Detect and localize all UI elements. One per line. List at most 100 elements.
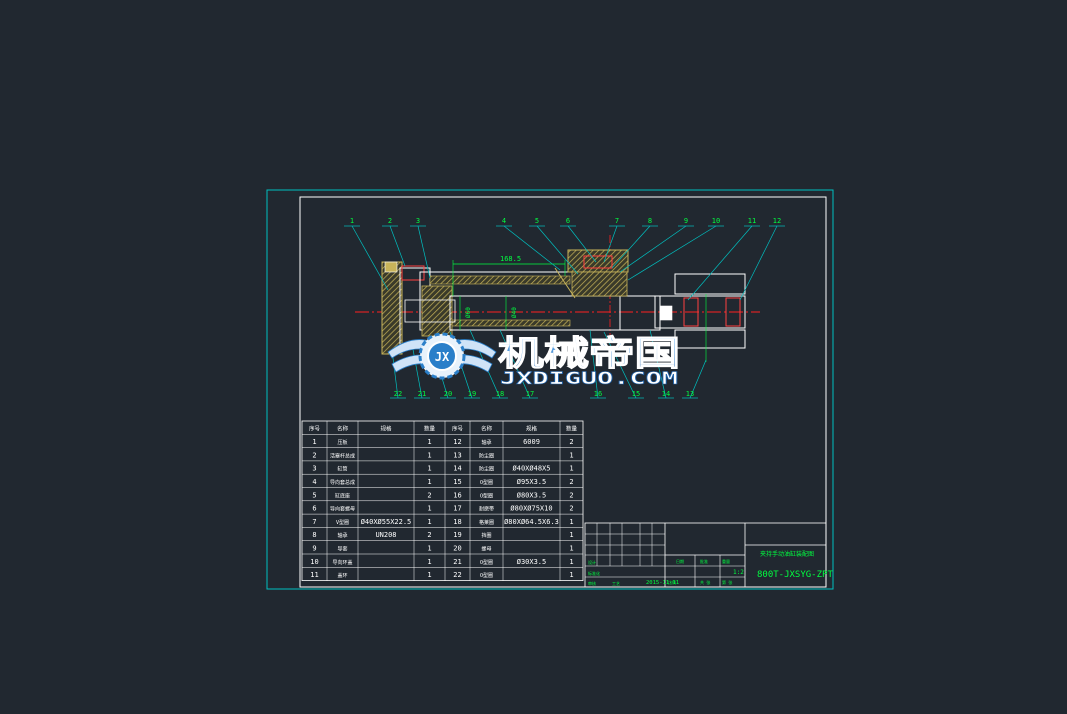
bom-cell: 1 xyxy=(312,438,316,446)
inner-rod xyxy=(404,299,456,323)
bom-cell: V型圈 xyxy=(336,519,349,526)
guide-housing xyxy=(567,249,629,273)
bom-cell: 导向套总成 xyxy=(330,479,355,486)
bom-cell: UN208 xyxy=(375,531,396,539)
rod-end-tip xyxy=(659,305,673,321)
bom-cell: 1 xyxy=(427,465,431,473)
bom-cell: 轴承 xyxy=(337,532,347,539)
balloon-bottom-18: 18 xyxy=(496,390,504,398)
bom-cell: 1 xyxy=(569,518,573,526)
bom-header-cell: 序号 xyxy=(452,424,464,432)
bom-cell: 1 xyxy=(569,545,573,553)
bom-cell: 7 xyxy=(312,518,316,526)
leader-line-bottom xyxy=(499,329,531,399)
bom-cell: Ø95X3.5 xyxy=(517,478,547,486)
balloon-top-5: 5 xyxy=(535,217,539,225)
leader-line-top xyxy=(603,225,618,263)
leader-line-top xyxy=(611,225,651,269)
bom-cell: 5 xyxy=(312,491,316,499)
bom-cell: 2 xyxy=(427,491,431,499)
bom-cell: 1 xyxy=(427,518,431,526)
bom-cell: 2 xyxy=(569,478,573,486)
balloon-top-2: 2 xyxy=(388,217,392,225)
dimension-length: 168.5 xyxy=(452,255,566,296)
rod-end-nut-right xyxy=(725,297,741,327)
bom-cell: 1 xyxy=(427,438,431,446)
bom-cell: 2 xyxy=(312,451,316,459)
dimension-diameters: Ø60 Ø40 xyxy=(459,294,707,362)
title-block-label: 设计 xyxy=(588,559,596,565)
watermark-gear-inner xyxy=(427,341,457,371)
leader-line-bottom xyxy=(589,329,599,399)
leader-lines xyxy=(344,225,785,399)
bom-cell: 22 xyxy=(453,571,461,579)
bom-cell: 8 xyxy=(312,531,316,539)
balloon-top-12: 12 xyxy=(773,217,781,225)
watermark-logo: JX 机械帝国 JXDIGUO.COM xyxy=(387,332,681,389)
clamp-block-top xyxy=(384,261,398,273)
title-block-label: 共 张 xyxy=(700,579,710,585)
bom-cell: 15 xyxy=(453,478,461,486)
bom-cell: Ø40XØ55X22.5 xyxy=(361,518,412,526)
bom-cell: Ø80X3.5 xyxy=(517,491,547,499)
watermark-title: 机械帝国 xyxy=(498,334,680,374)
bom-cell: 1 xyxy=(427,571,431,579)
bom-cell: 17 xyxy=(453,505,461,513)
bom-header-cell: 数量 xyxy=(424,424,436,432)
leader-line-bottom xyxy=(649,329,667,399)
dimension-length-text: 168.5 xyxy=(500,255,521,263)
title-block-label: 审核 xyxy=(588,580,596,586)
bom-cell: 耐磨带 xyxy=(479,506,494,513)
leader-line-top xyxy=(627,225,717,281)
bom-cell: 活塞杆总成 xyxy=(330,452,355,459)
leader-line-bottom xyxy=(689,359,707,399)
balloon-bottom-14: 14 xyxy=(662,390,670,398)
title-block-label: 工艺 xyxy=(612,581,620,586)
balloon-bottom-20: 20 xyxy=(444,390,452,398)
bom-cell: Ø80XØ75X10 xyxy=(510,505,552,513)
end-cap-hatch xyxy=(381,261,403,355)
balloon-top-9: 9 xyxy=(684,217,688,225)
end-nut xyxy=(401,265,425,281)
title-block-label: 批准 xyxy=(700,558,708,564)
bom-cell: 12 xyxy=(453,438,461,446)
title-block-label: 日期 xyxy=(676,558,684,564)
bom-cell: 1 xyxy=(427,558,431,566)
bom-header-cell: 名称 xyxy=(481,424,493,432)
leader-line-top xyxy=(417,225,431,279)
balloon-top-1: 1 xyxy=(350,217,354,225)
bom-cell: 9 xyxy=(312,545,316,553)
bom-cell: 1 xyxy=(569,465,573,473)
balloon-bottom-17: 17 xyxy=(526,390,534,398)
bom-cell: Ø30X3.5 xyxy=(517,558,547,566)
balloon-bottom-22: 22 xyxy=(394,390,402,398)
bom-cell: 10 xyxy=(310,558,318,566)
bom-cell: 1 xyxy=(569,531,573,539)
drawing-number: 800T-JXSYG-ZPT xyxy=(757,570,833,580)
bom-cell: O型圈 xyxy=(480,479,493,486)
piston-left xyxy=(421,285,453,337)
rod-end-lower xyxy=(674,329,746,349)
leader-line-top xyxy=(739,225,778,301)
bom-cell: 2 xyxy=(569,438,573,446)
title-block-label: 比例 xyxy=(668,579,676,585)
balloon-top-7: 7 xyxy=(615,217,619,225)
title-block-label: 重量 xyxy=(722,558,730,564)
title-block-label: 标准化 xyxy=(588,570,600,576)
bom-cell: 18 xyxy=(453,518,461,526)
guide-housing-bottom xyxy=(571,271,628,297)
balloon-bottom-15: 15 xyxy=(632,390,640,398)
bom-cell: 导向环盖 xyxy=(332,559,352,566)
title-block-label: 第 张 xyxy=(722,579,732,585)
balloon-top-11: 11 xyxy=(748,217,756,225)
bom-cell: 14 xyxy=(453,465,461,473)
watermark-badge: JX xyxy=(435,350,450,364)
drawing-date: 2015-11-11 xyxy=(646,580,679,586)
bom-cell: 11 xyxy=(310,571,318,579)
bom-header-cell: 名称 xyxy=(337,424,349,432)
watermark-subtitle: JXDIGUO.COM xyxy=(500,369,678,389)
bom-cell: 6009 xyxy=(523,438,540,446)
bom-header-cell: 规格 xyxy=(526,424,538,432)
